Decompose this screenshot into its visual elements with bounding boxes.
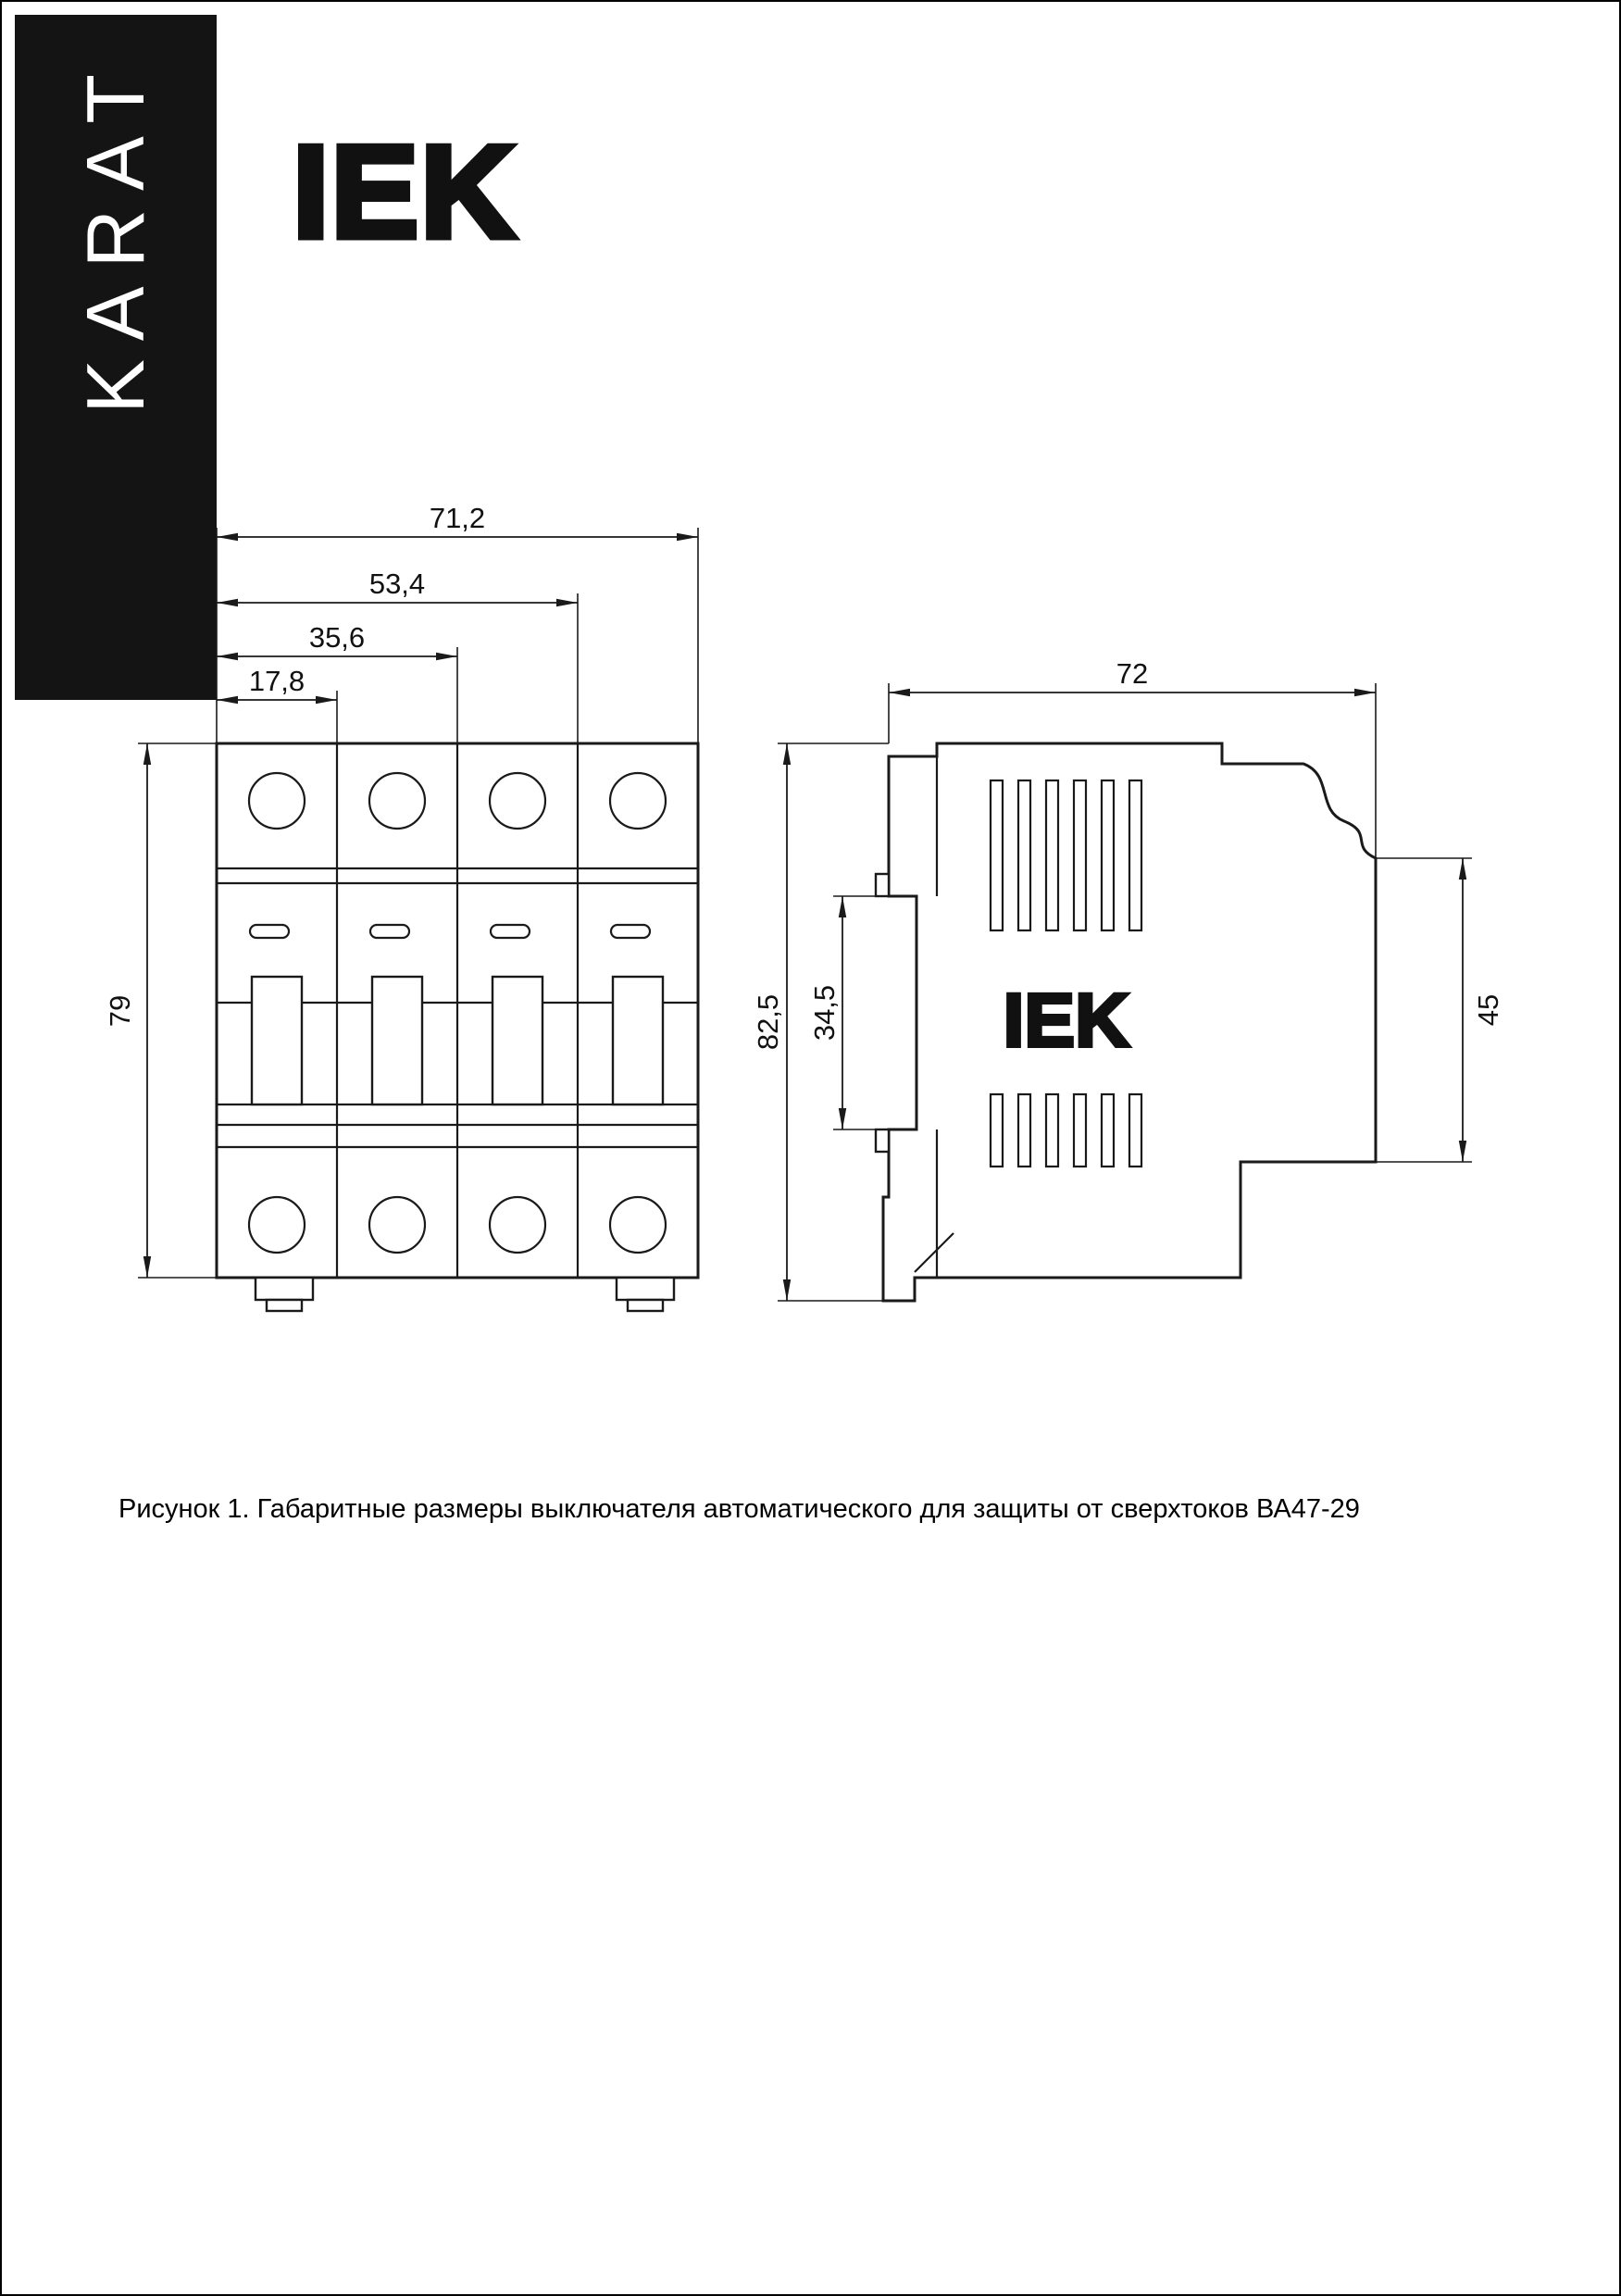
vent-slot: [989, 779, 1004, 932]
din-clip-foot: [265, 1298, 304, 1313]
terminal-screw-top: [247, 771, 306, 830]
toggle-handle: [370, 975, 424, 1106]
din-clip-foot: [626, 1298, 665, 1313]
vent-slot: [1044, 1092, 1060, 1168]
side-view: IEK: [874, 742, 1378, 1303]
din-hook-bottom: [874, 1128, 891, 1154]
vent-slot: [1016, 1092, 1032, 1168]
label-window: [368, 923, 411, 940]
terminal-screw-top: [368, 771, 427, 830]
figure-caption: Рисунок 1. Габаритные размеры выключател…: [118, 1494, 1360, 1524]
toggle-handle: [250, 975, 304, 1106]
side-view-dimensions: 72 82,5 34,5 45: [752, 657, 1504, 1302]
terminal-screw-bottom: [247, 1195, 306, 1254]
toggle-handle: [491, 975, 544, 1106]
dim-label-front-height: 79: [104, 995, 136, 1027]
ventilation-slots-top: [989, 779, 1143, 932]
vent-slot: [1016, 779, 1032, 932]
label-window: [489, 923, 531, 940]
label-window: [609, 923, 652, 940]
side-view-outline: [881, 742, 1378, 1303]
vent-slot: [1072, 1092, 1088, 1168]
vent-slot: [1128, 1092, 1143, 1168]
front-view-dimensions: 71,2 53,4 35,6 17,8 79: [104, 502, 699, 1279]
terminal-screw-top: [488, 771, 547, 830]
dim-label-side-depth: 72: [1116, 657, 1148, 690]
terminal-screw-bottom: [368, 1195, 427, 1254]
iek-logo: IEK: [291, 116, 518, 268]
dim-label-front-total: 71,2: [430, 502, 485, 534]
label-window: [248, 923, 291, 940]
dim-label-front-w2: 35,6: [309, 621, 365, 654]
vent-slot: [1128, 779, 1143, 932]
dim-label-front-w1: 17,8: [249, 665, 305, 697]
dim-label-side-din: 34,5: [808, 985, 841, 1041]
vent-slot: [1100, 1092, 1116, 1168]
terminal-screw-top: [608, 771, 667, 830]
din-clip-right: [615, 1276, 676, 1313]
terminal-screw-bottom: [608, 1195, 667, 1254]
karat-banner: KARAT: [15, 15, 217, 700]
dim-label-front-w3: 53,4: [369, 568, 425, 600]
dim-label-side-height: 82,5: [752, 994, 784, 1050]
din-clip-body: [615, 1276, 676, 1302]
dim-label-side-face: 45: [1472, 994, 1504, 1026]
terminal-screw-bottom: [488, 1195, 547, 1254]
front-view: [215, 742, 700, 1313]
din-hook-top: [874, 872, 891, 898]
toggle-handle: [611, 975, 665, 1106]
iek-emboss-text: IEK: [1004, 979, 1130, 1063]
ventilation-slots-bottom: [989, 1092, 1143, 1168]
vent-slot: [989, 1092, 1004, 1168]
din-clip-body: [254, 1276, 315, 1302]
vent-slot: [1072, 779, 1088, 932]
din-clip-left: [254, 1276, 315, 1313]
latch-spring-line: [914, 1232, 954, 1273]
iek-logo-text: IEK: [293, 119, 517, 266]
vent-slot: [1100, 779, 1116, 932]
vent-slot: [1044, 779, 1060, 932]
